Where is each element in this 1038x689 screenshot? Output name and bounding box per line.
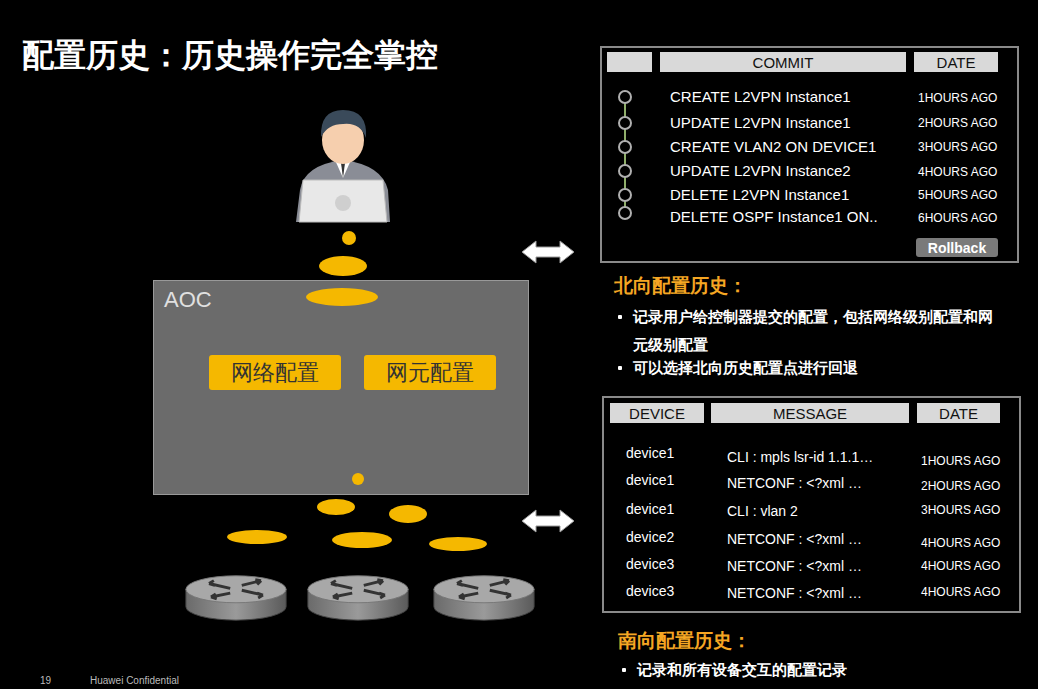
node-label: DEVICE (629, 405, 685, 422)
bullet-text: 记录和所有设备交互的配置记录 (637, 661, 847, 680)
commit-date: 5HOURS AGO (918, 188, 997, 202)
controller-box: AOC 网络配置 网元配置 (153, 280, 529, 495)
table-header: COMMIT (660, 52, 906, 72)
table-header: DEVICE (610, 403, 704, 423)
commit-date: 1HOURS AGO (918, 91, 997, 105)
commit-entry: DELETE L2VPN Instance1 (670, 186, 849, 203)
device-name: device1 (626, 472, 674, 488)
device-message: CLI : vlan 2 (727, 503, 798, 519)
device-name: device1 (626, 501, 674, 517)
node-label: Rollback (928, 240, 986, 256)
table-header: DATE (917, 403, 1000, 423)
device-date: 4HOURS AGO (921, 536, 1000, 550)
bullet-dot (618, 366, 622, 370)
slide-title: 配置历史：历史操作完全掌控 (22, 34, 438, 78)
commit-date: 6HOURS AGO (918, 211, 997, 225)
table-header: MESSAGE (711, 403, 909, 423)
device-message: NETCONF : <?xml … (727, 558, 862, 574)
device-date: 4HOURS AGO (921, 585, 1000, 599)
bullet-text: 可以选择北向历史配置点进行回退 (633, 359, 858, 378)
device-date: 3HOURS AGO (921, 503, 1000, 517)
device-name: device3 (626, 583, 674, 599)
bullet-dot (618, 315, 622, 319)
node-label: MESSAGE (773, 405, 847, 422)
commit-entry: UPDATE L2VPN Instance1 (670, 114, 851, 131)
node-label: 网络配置 (231, 358, 319, 388)
page-number: 19 (40, 675, 51, 686)
section-heading: 南向配置历史： (618, 628, 751, 654)
config-box: 网络配置 (209, 355, 341, 390)
node-label: 网元配置 (386, 358, 474, 388)
commit-entry: CREATE L2VPN Instance1 (670, 88, 851, 105)
bullet-text: 记录用户给控制器提交的配置，包括网络级别配置和网元级别配置 (633, 303, 1005, 359)
table-header: DATE (914, 52, 998, 72)
device-date: 4HOURS AGO (921, 559, 1000, 573)
device-message: NETCONF : <?xml … (727, 475, 862, 491)
bullet-dot (622, 668, 626, 672)
commit-entry: CREATE VLAN2 ON DEVICE1 (670, 138, 876, 155)
device-message: NETCONF : <?xml … (727, 531, 862, 547)
device-date: 1HOURS AGO (921, 454, 1000, 468)
section-heading: 北向配置历史： (614, 273, 747, 299)
commit-date: 3HOURS AGO (918, 140, 997, 154)
rollback-button: Rollback (916, 238, 998, 257)
commit-date: 4HOURS AGO (918, 165, 997, 179)
commit-entry: UPDATE L2VPN Instance2 (670, 162, 851, 179)
device-name: device2 (626, 529, 674, 545)
commit-entry: DELETE OSPF Instance1 ON.. (670, 208, 878, 225)
config-box: 网元配置 (364, 355, 496, 390)
device-message: NETCONF : <?xml … (727, 585, 862, 601)
node-label: DATE (939, 405, 978, 422)
device-name: device1 (626, 445, 674, 461)
node-label: COMMIT (753, 54, 814, 71)
footer-note: Huawei Confidential (90, 675, 179, 686)
node-label: AOC (164, 287, 212, 313)
commit-date: 2HOURS AGO (918, 116, 997, 130)
device-date: 2HOURS AGO (921, 479, 1000, 493)
node-label: DATE (937, 54, 976, 71)
device-name: device3 (626, 556, 674, 572)
device-message: CLI : mpls lsr-id 1.1.1… (727, 449, 873, 465)
